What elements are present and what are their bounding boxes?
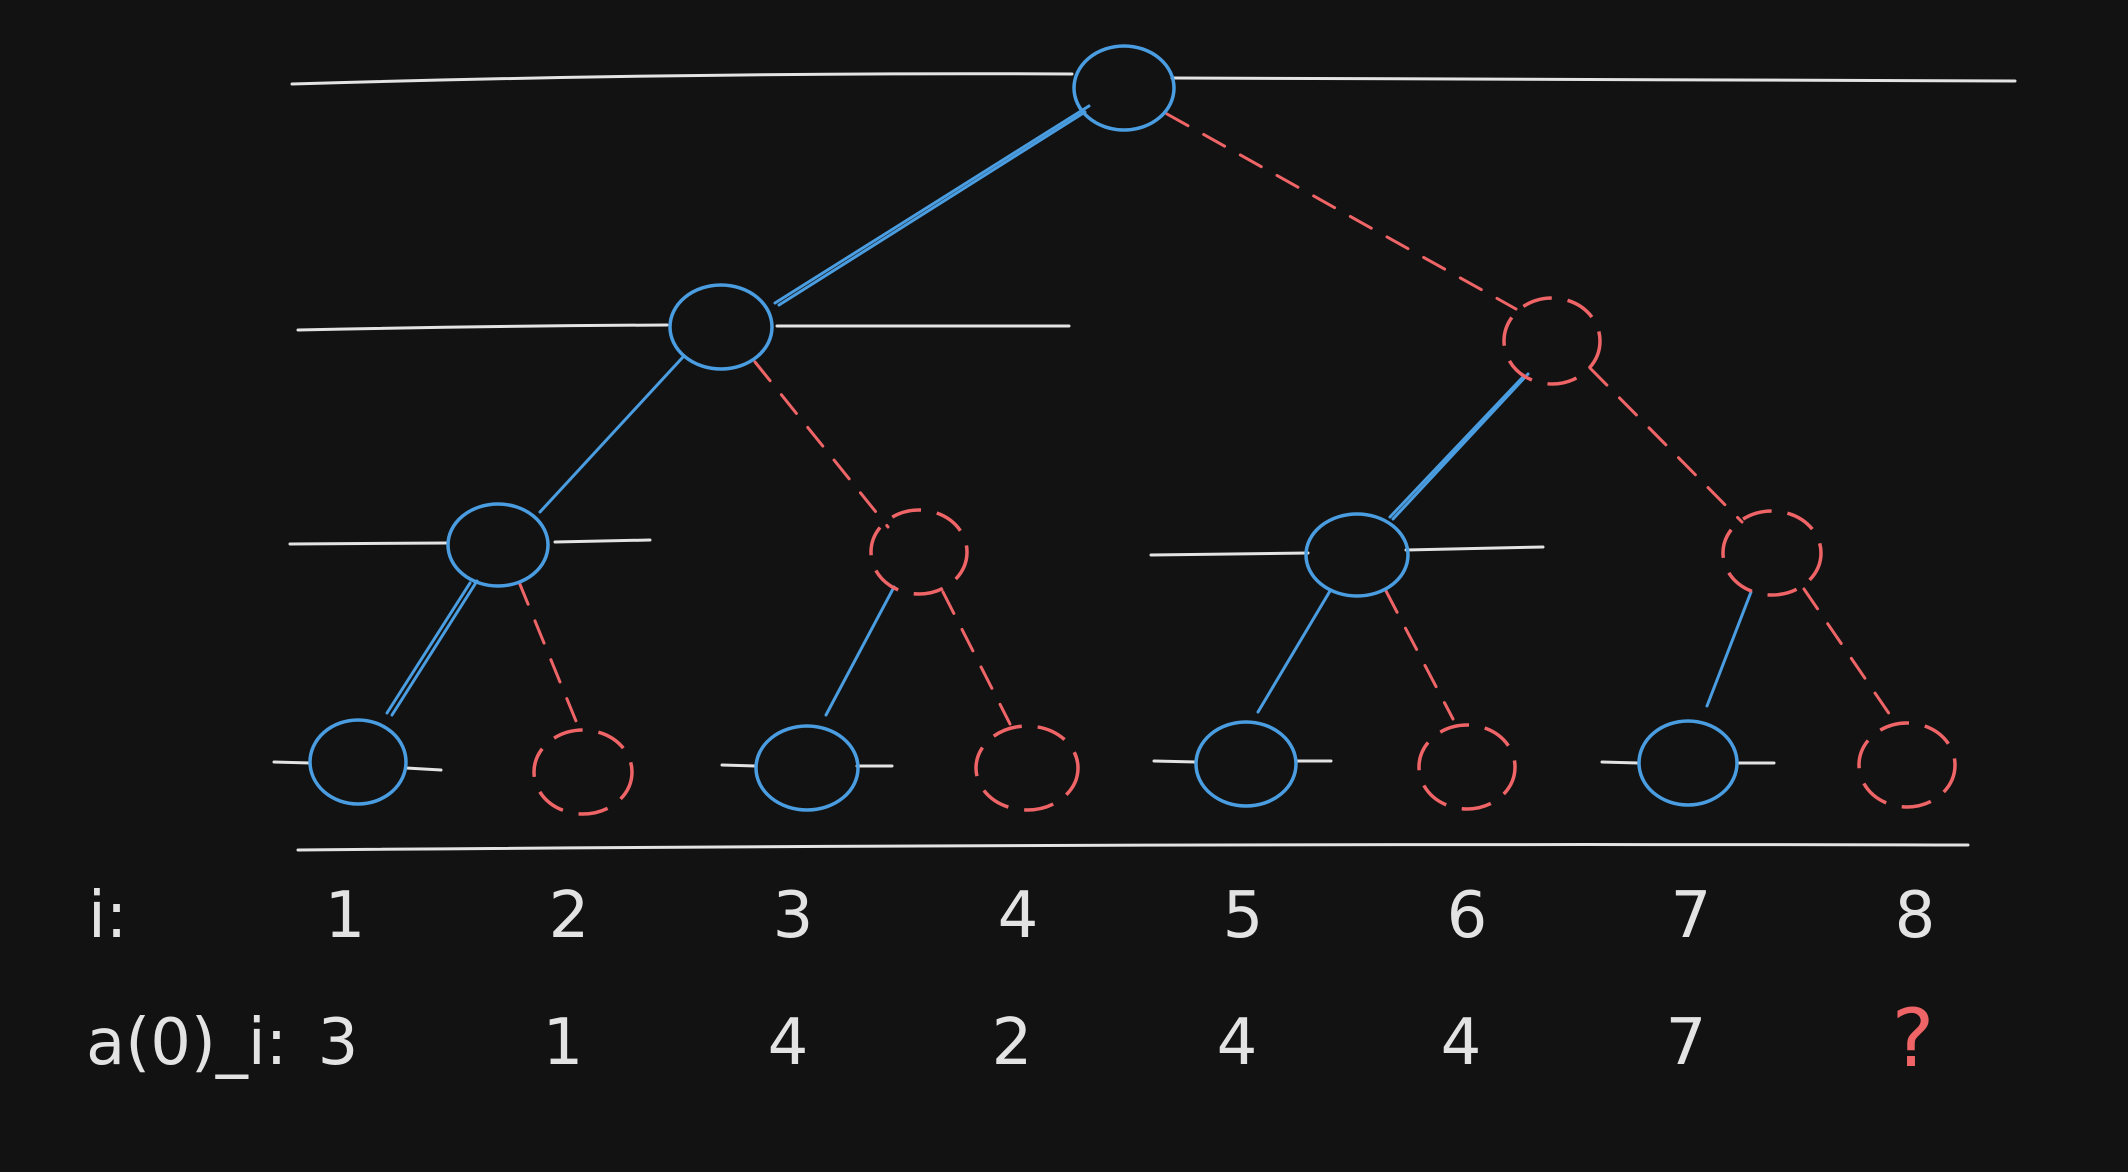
range-line-leaf1-left	[272, 760, 312, 765]
edge-l2c-to-leaf6	[1384, 589, 1455, 721]
value-2: 1	[543, 1006, 584, 1080]
range-line-leaf1-right	[404, 766, 443, 772]
edge-l1b-to-l2c-b	[1388, 376, 1524, 519]
value-7: 7	[1666, 1006, 1707, 1080]
range-line-l2a-right	[553, 538, 652, 544]
present-nodes	[308, 44, 1739, 812]
range-line-root-right	[1170, 76, 2017, 83]
edge-l2d-to-leaf7	[1705, 590, 1753, 708]
index-2: 2	[549, 879, 590, 953]
edge-l2a-to-leaf1	[390, 579, 479, 717]
index-3: 3	[773, 879, 814, 953]
node-leaf-8	[1857, 721, 1957, 809]
edge-root-to-l1a	[773, 104, 1091, 305]
node-leaf-5	[1194, 720, 1298, 808]
edge-l1b-to-l2c	[1391, 372, 1530, 521]
edge-l2b-to-leaf4	[941, 590, 1012, 726]
edge-root-to-l1b	[1165, 112, 1518, 311]
value-6: 4	[1441, 1006, 1482, 1080]
present-edges	[385, 104, 1753, 717]
node-leaf-2	[532, 728, 634, 816]
edge-l1a-to-l2b	[753, 360, 890, 529]
index-5: 5	[1223, 879, 1264, 953]
range-line-l1-left	[296, 323, 669, 332]
edge-l2d-to-leaf8	[1802, 587, 1892, 717]
range-lines	[272, 72, 2017, 852]
range-line-root-left	[290, 72, 1074, 86]
edge-l2c-to-leaf5	[1256, 589, 1332, 714]
baseline	[296, 843, 1970, 852]
index-row-label: i:	[88, 879, 127, 953]
node-l2-b	[869, 508, 969, 596]
value-1: 3	[318, 1006, 359, 1080]
index-8: 8	[1895, 879, 1936, 953]
node-l1-left	[668, 283, 774, 371]
range-line-leaf5-left	[1152, 759, 1198, 764]
range-line-l2c-right	[1404, 545, 1545, 552]
value-3: 4	[768, 1006, 809, 1080]
range-line-leaf3-left	[720, 763, 758, 768]
node-leaf-7	[1637, 719, 1739, 807]
index-4: 4	[998, 879, 1039, 953]
node-l2-c	[1304, 512, 1410, 598]
index-row: 1 2 3 4 5 6 7 8	[325, 879, 1936, 953]
range-line-l2c-left	[1149, 551, 1310, 557]
index-1: 1	[325, 879, 366, 953]
missing-edges	[517, 112, 1892, 726]
node-leaf-4	[974, 724, 1080, 812]
node-leaf-3	[754, 724, 860, 812]
edge-l2a-to-leaf1-b	[385, 581, 472, 715]
edge-l2b-to-leaf3	[824, 585, 896, 717]
index-6: 6	[1447, 879, 1488, 953]
node-leaf-1	[308, 718, 408, 806]
node-l1-right	[1502, 296, 1602, 386]
node-leaf-6	[1417, 723, 1517, 811]
value-8-unknown: ?	[1892, 992, 1934, 1085]
value-row-label: a(0)_i:	[86, 1006, 287, 1080]
value-row: 3 1 4 2 4 4 7 ?	[318, 992, 1935, 1085]
value-5: 4	[1217, 1006, 1258, 1080]
node-root	[1072, 44, 1176, 132]
range-line-leaf7-left	[1600, 760, 1640, 765]
edge-l1b-to-l2d	[1588, 366, 1744, 524]
missing-nodes	[532, 296, 1957, 816]
node-l2-a	[446, 502, 550, 588]
index-7: 7	[1671, 879, 1712, 953]
range-line-l2a-left	[288, 541, 449, 546]
edge-l1a-to-l2a	[538, 355, 685, 514]
value-4: 2	[992, 1006, 1033, 1080]
node-l2-d	[1721, 509, 1823, 597]
edge-root-to-l1a-b	[777, 110, 1087, 307]
edge-l2a-to-leaf2	[517, 580, 578, 723]
